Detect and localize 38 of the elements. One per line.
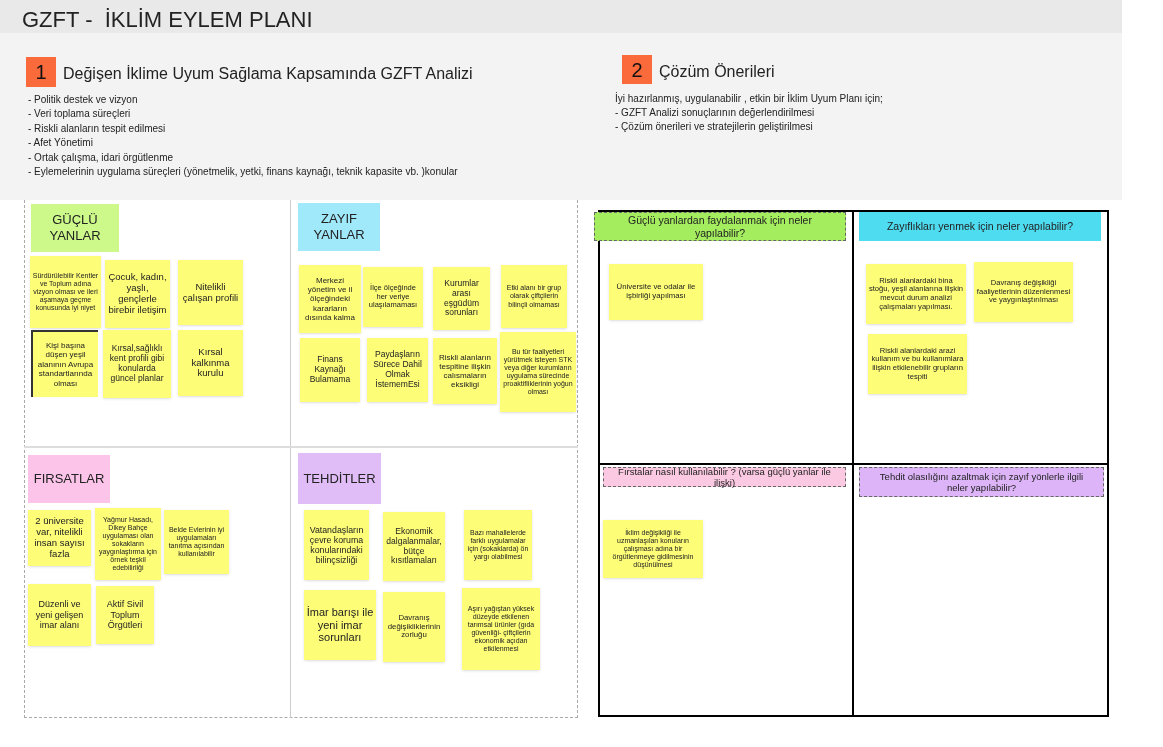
category-header: FIRSATLAR — [28, 455, 110, 503]
number-badge: 1 — [26, 57, 56, 87]
sticky-note: Finans Kaynağı Bulamama — [300, 338, 360, 402]
sticky-note: Kurumlar arası eşgüdüm sorunları — [433, 267, 490, 330]
bullet-text: - Afet Yönetimi — [28, 136, 94, 151]
question-banner: Güçlü yanlardan faydalanmak için neler yapılabilir? — [594, 212, 846, 241]
bullet-text: - GZFT Analizi sonuçlarının değerlendirilmesi — [615, 106, 816, 120]
bullet-text: - Eylemelerinin uygulama süreçleri (yönetmelik, yetki, finans kaynağı, teknik kapasite vb. )konular — [28, 165, 458, 180]
section-heading: Çözüm Önerileri — [659, 62, 775, 82]
sticky-note: Vatandaşların çevre koruma konularındaki bilinçsizliği — [304, 510, 369, 580]
section-heading: Değişen İklime Uyum Sağlama Kapsamında GZFT Analizi — [63, 64, 473, 84]
bullet-text: - Politik destek ve vizyon — [28, 93, 139, 107]
category-header: TEHDİTLER — [298, 453, 381, 504]
bullet-text: - Riskli alanların tespit edilmesi — [28, 121, 167, 136]
sticky-note: Paydaşların Sürece Dahil Olmak İstememEsi — [367, 338, 428, 402]
sticky-note: Çocuk, kadın, yaşlı, gençlerle birebir iletişim — [105, 260, 170, 328]
sticky-note: 2 üniversite var, nitelikli insan sayısı fazla — [28, 510, 91, 566]
sticky-note: Nitelikli çalışan profili — [178, 260, 243, 325]
sticky-note: Kırsal kalkınma kurulu — [178, 330, 243, 396]
bullet-text: - Ortak çalışma, idari örgütlenme — [28, 150, 175, 165]
bullet-text: - Çözüm önerileri ve stratejilerin geliştirilmesi — [615, 120, 814, 134]
page-title: GZFT - İKLİM EYLEM PLANI — [22, 6, 313, 34]
intro-text: İyi hazırlanmış, uygulanabilir , etkin bir İklim Uyum Planı için; — [615, 92, 883, 106]
sticky-note: İmar barışı ile yeni imar sorunları — [304, 590, 376, 660]
category-header: ZAYIF YANLAR — [298, 203, 380, 251]
sticky-note: Ekonomik dalgalanmalar, bütçe kısıtlamaları — [383, 512, 445, 581]
question-banner: Tehdit olasılığını azaltmak için zayıf yönlerle ilgili neler yapılabilir? — [859, 467, 1104, 497]
bullet-text: - Veri toplama süreçleri — [28, 107, 132, 122]
question-banner: Zayıflıkları yenmek için neler yapılabilir? — [859, 212, 1101, 241]
sticky-note: Kişi başına düşen yeşil alanının Avrupa standartlarında olması — [31, 330, 98, 397]
category-header: GÜÇLÜ YANLAR — [31, 204, 119, 252]
sticky-note: Kırsal,sağlıklı kent profili gibi konularda güncel planlar — [103, 330, 171, 398]
question-banner: Fırstalar nasıl kullanılabilir ? (varsa güçlü yanlar ile ilişki) — [603, 467, 846, 487]
sticky-note: Aktif Sivil Toplum Örgütleri — [96, 586, 154, 644]
sticky-note: Riskli alanların tespitine ilişkin calısmaların eksikligi — [433, 338, 497, 404]
sticky-note: Düzenli ve yeni gelişen imar alanı — [28, 584, 91, 646]
sticky-note: Merkezi yönetim ve il ölçeğindeki kararların dısında kalma — [299, 265, 361, 333]
number-badge: 2 — [622, 55, 652, 84]
